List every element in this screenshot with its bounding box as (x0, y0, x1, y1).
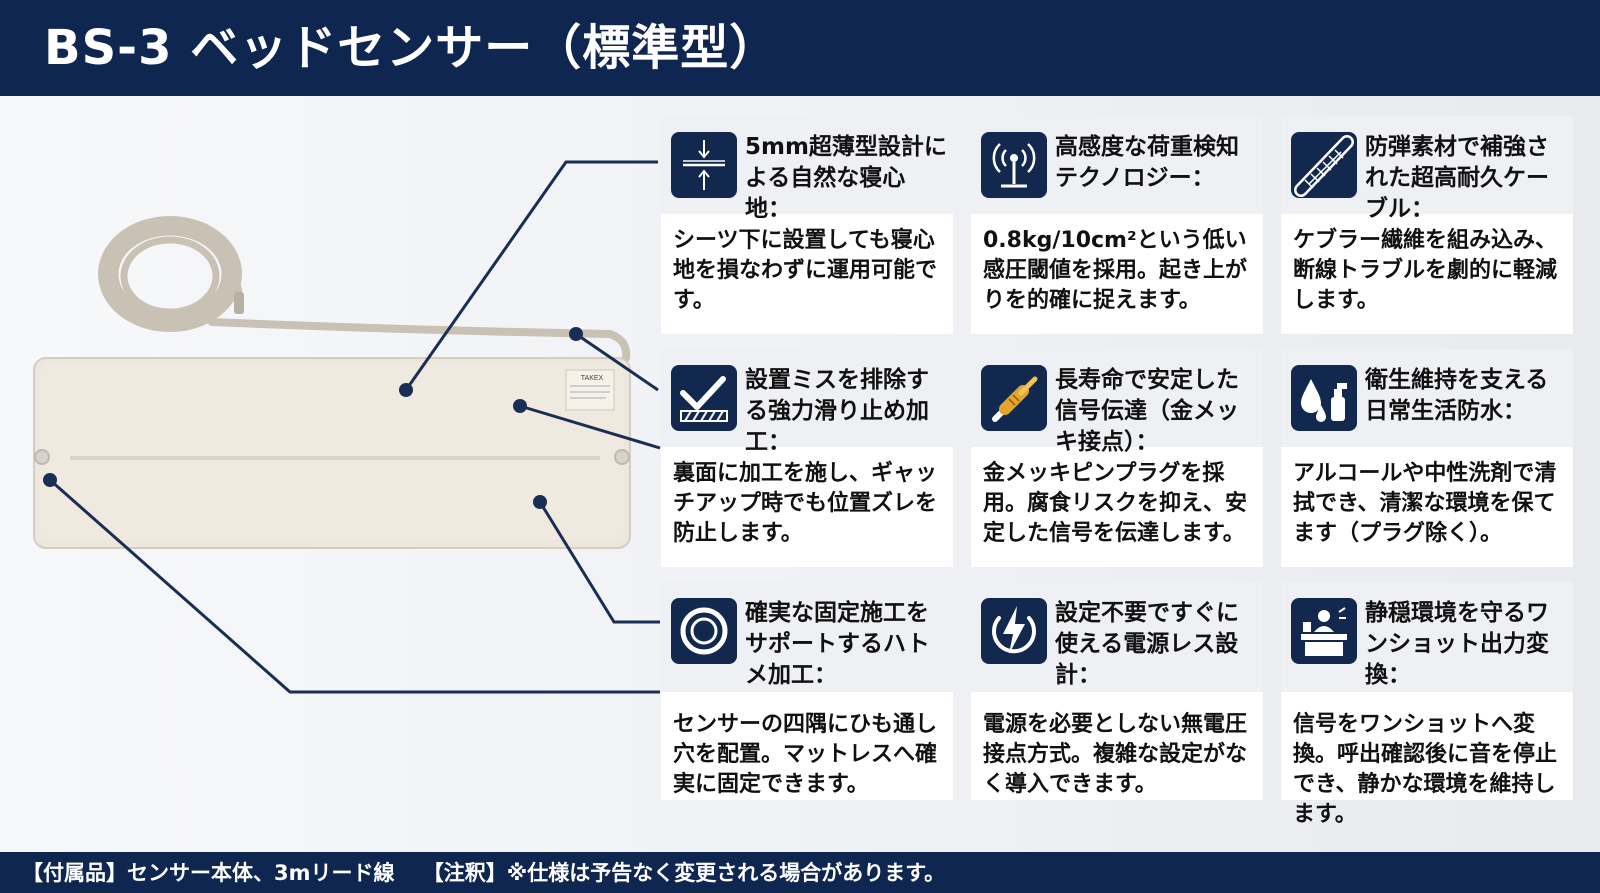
feature-title: 長寿命で安定した信号伝達（金メッキ接点）： (1055, 367, 1239, 455)
coiled-cable (98, 216, 631, 362)
sensor-pad: TAKEX (33, 357, 631, 549)
feature-description: シーツ下に設置しても寝心地を損なわずに運用可能です。 (673, 228, 938, 313)
feature-description: 金メッキピンプラグを採用。腐食リスクを抑え、安定した信号を伝達します。 (983, 461, 1248, 546)
feature-title: 高感度な荷重検知テクノロジー： (1055, 134, 1239, 191)
antenna-signal-icon (981, 132, 1047, 198)
feature-title: 設定不要ですぐに使える電源レス設計： (1055, 600, 1239, 688)
grommet-right (614, 449, 630, 465)
feature-card-non-slip: 設置ミスを排除する強力滑り止め加工： 裏面に加工を施し、ギャッチアップ時でも位置… (661, 349, 953, 567)
feature-description: 電源を必要としない無電圧接点方式。複雑な設定がなく導入できます。 (983, 712, 1248, 797)
reinforced-cable-icon (1291, 132, 1357, 198)
feature-title: 5mm超薄型設計による自然な寝心地： (745, 134, 947, 222)
thin-profile-arrows-icon (671, 132, 737, 198)
feature-card-grommet: 確実な固定施工をサポートするハトメ加工： センサーの四隅にひも通し穴を配置。マッ… (661, 582, 953, 800)
feature-description: 信号をワンショットへ変換。呼出確認後に音を停止でき、静かな環境を維持します。 (1293, 712, 1558, 827)
feature-description: アルコールや中性洗剤で清拭でき、清潔な環境を保てます（プラグ除く）。 (1293, 461, 1557, 546)
main-panel: TAKEX (0, 96, 1600, 852)
quiet-desk-person-icon (1291, 598, 1357, 664)
feature-card-gold-contact: 長寿命で安定した信号伝達（金メッキ接点）： 金メッキピンプラグを採用。腐食リスク… (971, 349, 1263, 567)
footer-note: 【付属品】センサー本体、3mリード線 【注釈】※仕様は予告なく変更される場合があ… (22, 861, 946, 885)
product-label-brand: TAKEX (581, 375, 604, 382)
checkmark-non-slip-icon (671, 365, 737, 431)
feature-title: 確実な固定施工をサポートするハトメ加工： (745, 600, 930, 688)
feature-title: 衛生維持を支える日常生活防水： (1365, 367, 1549, 424)
leader-lines (49, 160, 661, 694)
feature-card-thin-design: 5mm超薄型設計による自然な寝心地： シーツ下に設置しても寝心地を損なわずに運用… (661, 116, 953, 334)
header-bar: BS-3 ベッドセンサー（標準型） (0, 0, 1600, 96)
feature-title: 静穏環境を守るワンショット出力変換： (1365, 600, 1549, 688)
cable-connector (234, 292, 244, 314)
feature-card-one-shot: 静穏環境を守るワンショット出力変換： 信号をワンショットへ変換。呼出確認後に音を… (1281, 582, 1573, 827)
lightning-power-icon (981, 598, 1047, 664)
footer-bar: 【付属品】センサー本体、3mリード線 【注釈】※仕様は予告なく変更される場合があ… (0, 852, 1600, 893)
gold-plug-icon (981, 365, 1047, 431)
grommet-left (34, 449, 50, 465)
feature-description: センサーの四隅にひも通し穴を配置。マットレスへ確実に固定できます。 (673, 712, 938, 797)
feature-card-durable-cable: 防弾素材で補強された超高耐久ケーブル： ケブラー繊維を組み込み、断線トラブルを劇… (1281, 116, 1573, 334)
product-illustration: TAKEX (33, 160, 661, 694)
product-label (565, 369, 615, 411)
feature-description: 0.8kg/10cm²という低い感圧閾値を採用。起き上がりを的確に捉えます。 (983, 228, 1248, 313)
water-drop-spray-icon (1291, 365, 1357, 431)
feature-card-sensitivity: 高感度な荷重検知テクノロジー： 0.8kg/10cm²という低い感圧閾値を採用。… (971, 116, 1263, 334)
grommet-ring-icon (671, 598, 737, 664)
feature-card-waterproof: 衛生維持を支える日常生活防水： アルコールや中性洗剤で清拭でき、清潔な環境を保て… (1281, 349, 1573, 567)
feature-title: 防弾素材で補強された超高耐久ケーブル： (1365, 134, 1549, 222)
page-title: BS-3 ベッドセンサー（標準型） (44, 20, 779, 76)
feature-description: 裏面に加工を施し、ギャッチアップ時でも位置ズレを防止します。 (673, 461, 938, 546)
feature-description: ケブラー繊維を組み込み、断線トラブルを劇的に軽減します。 (1293, 228, 1558, 313)
feature-card-powerless: 設定不要ですぐに使える電源レス設計： 電源を必要としない無電圧接点方式。複雑な設… (971, 582, 1263, 800)
leader-dots (43, 327, 583, 509)
feature-title: 設置ミスを排除する強力滑り止め加工： (745, 367, 929, 455)
